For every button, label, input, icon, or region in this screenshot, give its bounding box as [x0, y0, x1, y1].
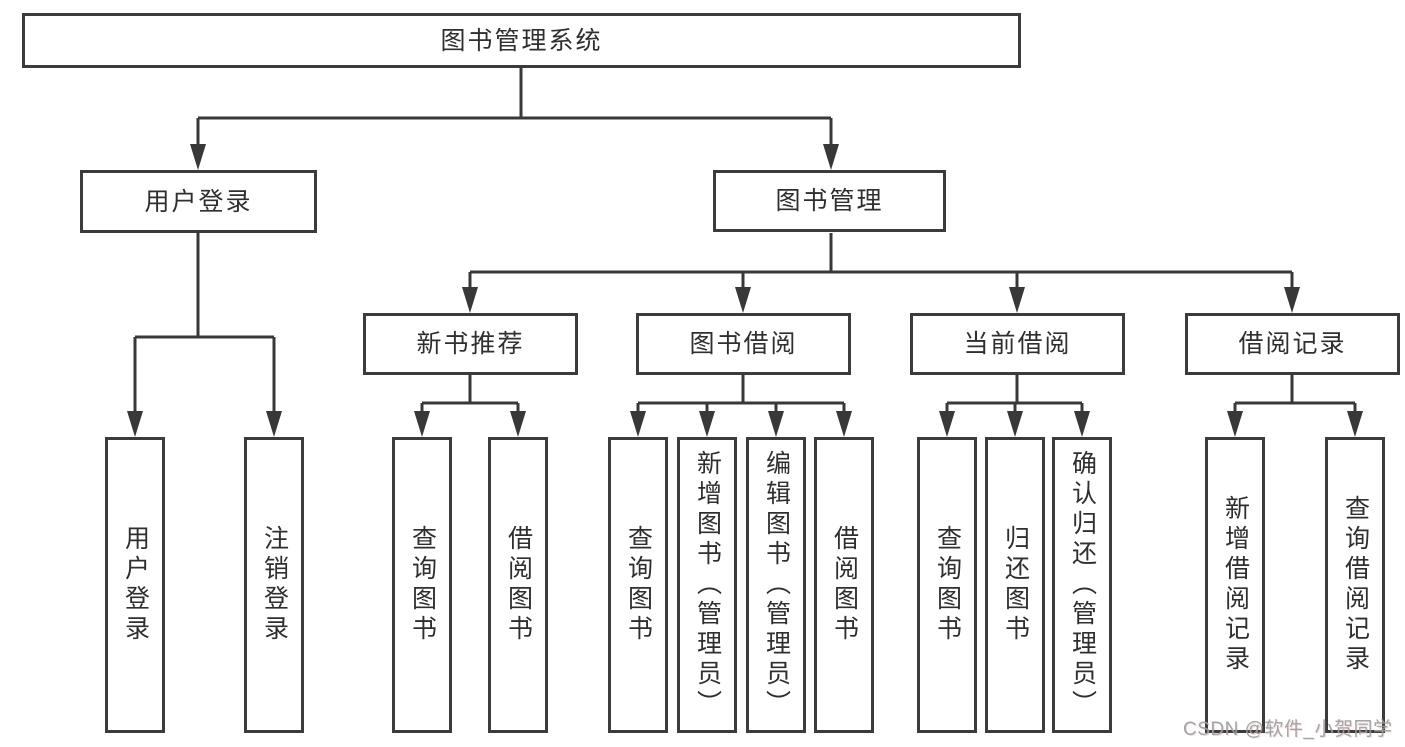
leaf-borrow-books-1: 借阅图书	[488, 437, 548, 733]
leaf-confirm-return-admin: 确认归还（管理员）	[1052, 437, 1112, 733]
node-user-login-branch: 用户登录	[80, 170, 317, 233]
leaf-edit-book-admin: 编辑图书（管理员）	[746, 437, 806, 733]
node-new-book-recommend: 新书推荐	[363, 313, 578, 375]
leaf-query-books-1: 查询图书	[392, 437, 452, 733]
leaf-add-borrow-record: 新增借阅记录	[1205, 437, 1265, 733]
node-borrow-records: 借阅记录	[1185, 313, 1400, 375]
leaf-logout: 注销登录	[244, 437, 304, 733]
node-book-management-branch: 图书管理	[713, 170, 946, 232]
leaf-user-login: 用户登录	[105, 437, 165, 733]
node-book-borrow: 图书借阅	[636, 313, 851, 375]
csdn-watermark: CSDN @软件_小贺同学	[1183, 719, 1393, 740]
arrowheads	[127, 144, 1363, 437]
leaf-query-borrow-record: 查询借阅记录	[1325, 437, 1385, 733]
leaf-add-book-admin: 新增图书（管理员）	[677, 437, 737, 733]
leaf-query-books-2: 查询图书	[608, 437, 668, 733]
leaf-borrow-books-2: 借阅图书	[814, 437, 874, 733]
leaf-query-books-3: 查询图书	[917, 437, 977, 733]
node-root-system: 图书管理系统	[22, 13, 1021, 68]
leaf-return-book: 归还图书	[985, 437, 1045, 733]
node-current-borrow: 当前借阅	[910, 313, 1125, 375]
